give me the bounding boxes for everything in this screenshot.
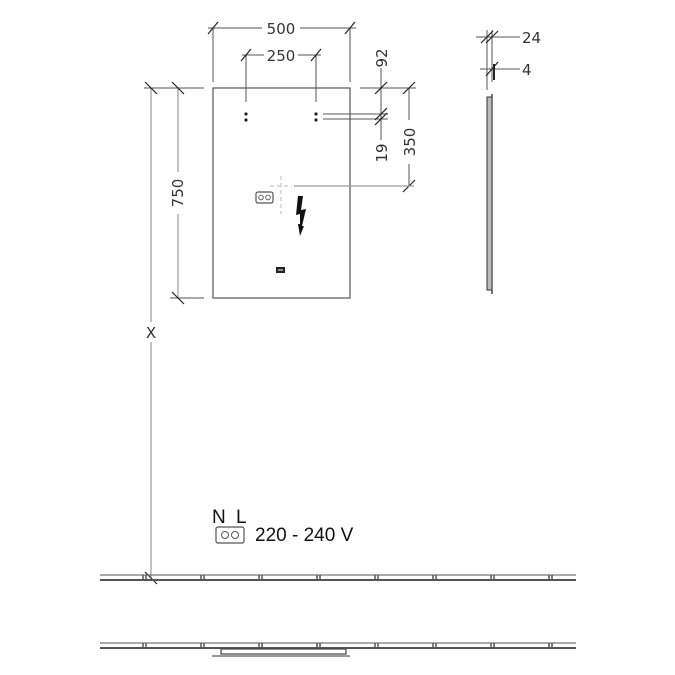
terminal-n-label: N bbox=[212, 507, 226, 528]
electrical-connection-legend: N L 220 - 240 V bbox=[212, 507, 354, 546]
dim-label-750: 750 bbox=[169, 179, 187, 208]
dim-label-mount-spacing: 250 bbox=[267, 47, 296, 65]
dimension-top-to-mount-92: 92 19 bbox=[360, 48, 391, 163]
dimension-top-to-socket-350: 350 bbox=[294, 81, 419, 193]
mount-point-left bbox=[244, 112, 248, 122]
dimension-height-750: 750 bbox=[169, 81, 204, 305]
dimension-width-500: 500 bbox=[207, 20, 356, 82]
terminal-outlet-icon bbox=[215, 526, 245, 544]
floor-section-upper bbox=[100, 574, 576, 581]
mirror-side-profile bbox=[486, 96, 493, 291]
dim-label-24: 24 bbox=[522, 29, 541, 47]
dim-label-19: 19 bbox=[373, 143, 391, 162]
dim-label-350: 350 bbox=[401, 128, 419, 157]
mirror-plan-profile bbox=[220, 648, 347, 655]
dim-label-x: X bbox=[146, 324, 156, 342]
dimension-mount-spacing-250: 250 bbox=[240, 47, 322, 102]
floor-section-lower bbox=[100, 642, 576, 657]
dimension-floor-height-x: X bbox=[144, 81, 170, 585]
dim-label-92: 92 bbox=[373, 48, 391, 67]
outlet-icon bbox=[255, 191, 274, 204]
mirror-front-outline bbox=[212, 87, 351, 299]
voltage-label: 220 - 240 V bbox=[255, 525, 354, 546]
mount-point-right bbox=[314, 112, 318, 122]
electrical-flash-icon bbox=[296, 196, 306, 236]
dim-label-4: 4 bbox=[522, 61, 532, 79]
dim-label-width: 500 bbox=[267, 20, 296, 38]
side-view: 24 4 bbox=[476, 29, 541, 294]
terminal-l-label: L bbox=[236, 507, 247, 528]
socket-symbol bbox=[255, 176, 292, 214]
